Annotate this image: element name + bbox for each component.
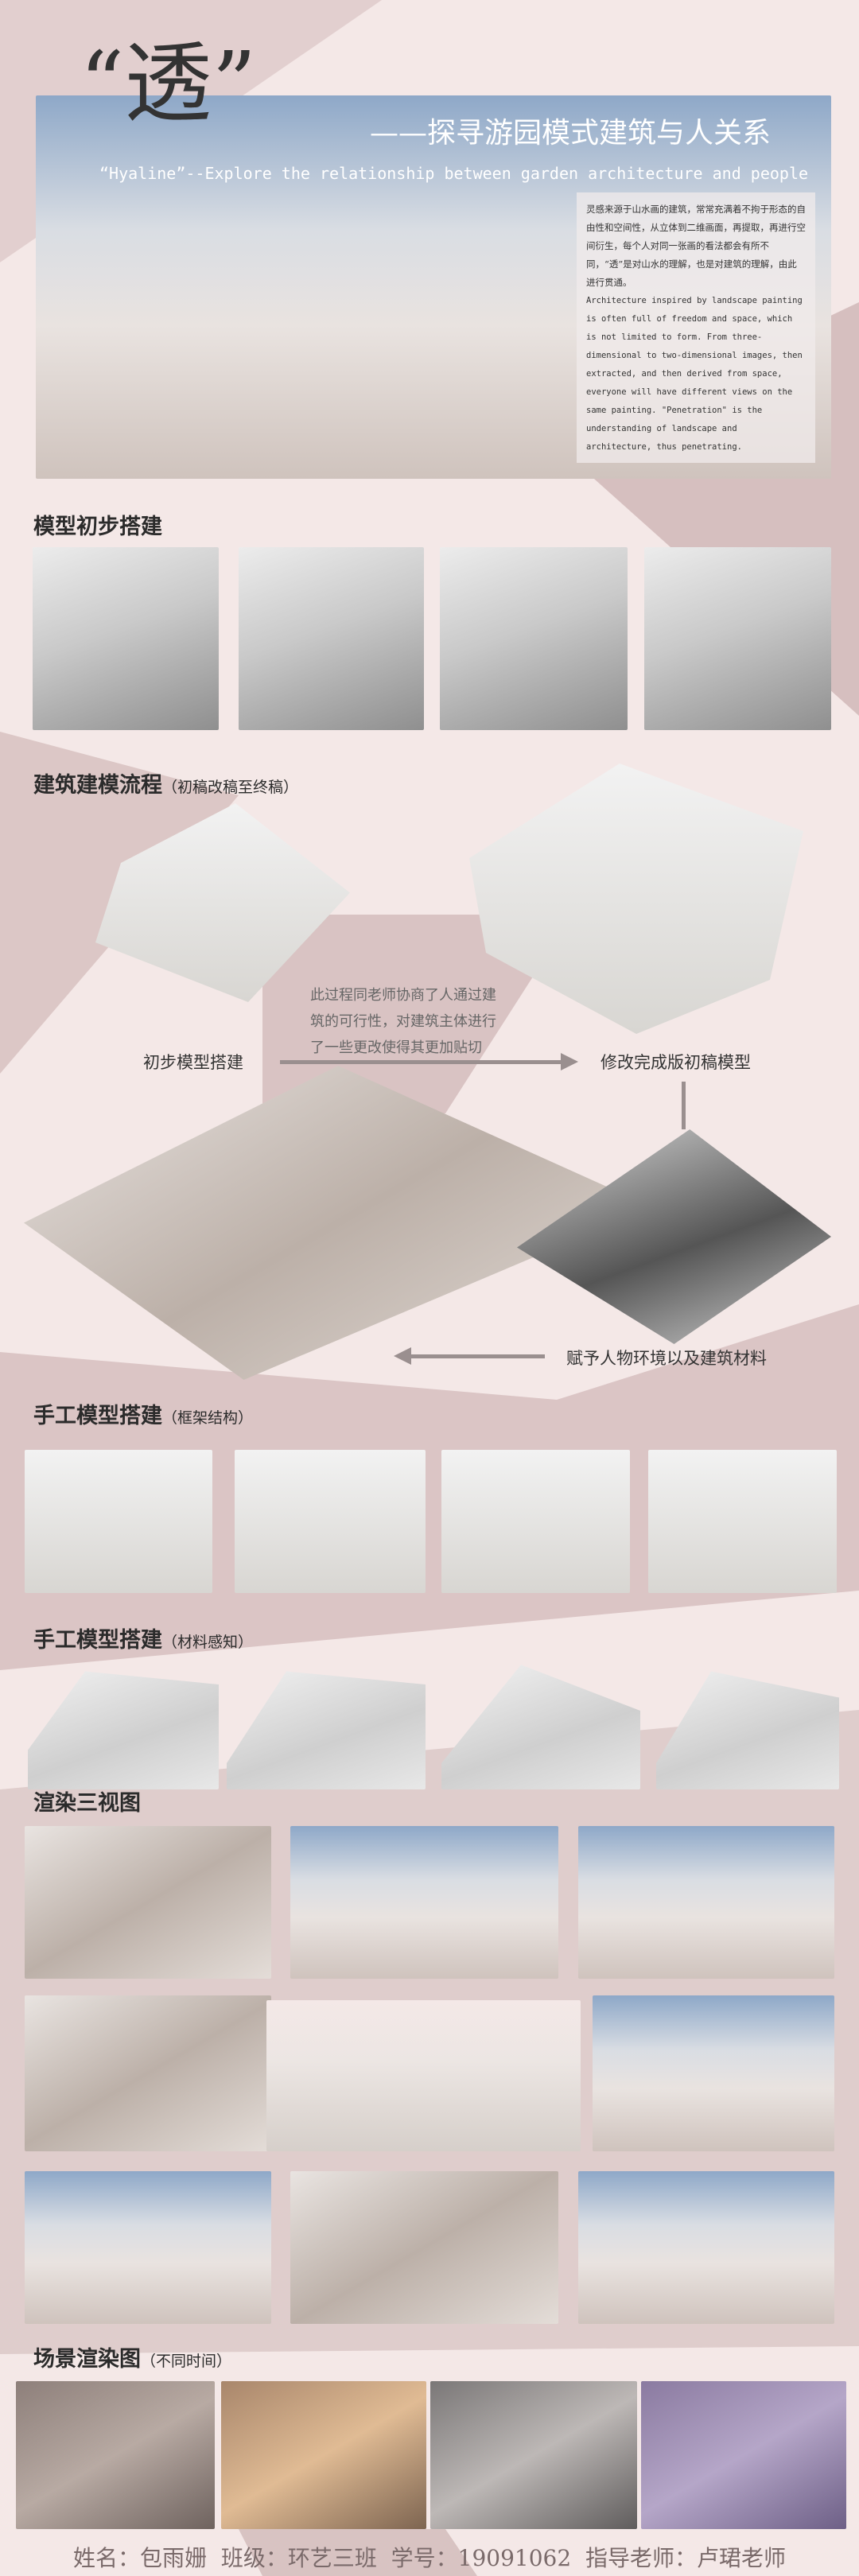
render-view [578,1826,834,1979]
material-model-photo [656,1671,839,1789]
model-photo [440,547,628,730]
material-model-photo [227,1671,426,1789]
render-view [290,2171,558,2324]
frame-model-photo [441,1450,630,1593]
intro-text-cn: 灵感来源于山水画的建筑，常常充满着不拘于形态的自由性和空间性，从立体到二维画面，… [586,204,806,288]
scene-render-time-2 [221,2381,426,2529]
frame-model-photo [25,1450,212,1593]
render-view [578,2171,834,2324]
hero-title-char: “透” [80,33,257,134]
render-view [290,1826,558,1979]
frame-model-photo [648,1450,837,1593]
flow-step2-label: 修改完成版初稿模型 [601,1053,751,1072]
material-model [517,1129,831,1344]
render-view [266,2000,581,2151]
model-photo [33,547,219,730]
heading-note: （不同时间） [141,2353,232,2370]
heading-model-initial: 模型初步搭建 [33,515,162,539]
hero-subtitle-cn: ——探寻游园模式建筑与人关系 [370,117,772,150]
arrow-down [682,1082,686,1129]
model-photo [239,547,424,730]
flow-step1-label: 初步模型搭建 [143,1053,243,1072]
intro-text-en: Architecture inspired by landscape paint… [586,296,803,452]
intro-panel: 灵感来源于山水画的建筑，常常充满着不拘于形态的自由性和空间性，从立体到二维画面，… [577,192,815,463]
scene-render-time-4 [641,2381,846,2529]
hero-banner: ——探寻游园模式建筑与人关系 “Hyaline”--Explore the re… [36,95,831,479]
heading-render-views: 渲染三视图 [33,1791,141,1816]
heading-note: （框架结构） [162,1409,254,1427]
heading-text: 手工模型搭建 [33,1628,162,1653]
heading-handmade-material: 手工模型搭建（材料感知） [33,1622,253,1653]
scene-render-time-3 [430,2381,637,2529]
material-model-photo [28,1671,219,1789]
arrow-left-head [394,1347,411,1365]
arrow-left [410,1354,545,1358]
heading-scene-render: 场景渲染图（不同时间） [33,2341,231,2372]
render-view [25,2171,271,2324]
render-view [25,1826,271,1979]
initial-model-diagram [95,803,350,1002]
scene-render-time-1 [16,2381,215,2529]
arrow-right-head [561,1053,578,1070]
heading-modeling-flow: 建筑建模流程（初稿改稿至终稿） [33,767,298,798]
flow-step3-label: 赋予人物环境以及建筑材料 [566,1349,767,1368]
heading-note: （材料感知） [162,1634,254,1651]
material-model-photo [441,1665,640,1789]
heading-handmade-frame: 手工模型搭建（框架结构） [33,1398,253,1429]
footer-student-info: 姓名：包雨姗 班级：环艺三班 学号：19091062 指导老师：卢珺老师 [73,2545,786,2571]
flow-note: 此过程同老师协商了人通过建筑的可行性，对建筑主体进行了一些更改使得其更加贴切 [310,987,496,1056]
hero-subtitle-en: “Hyaline”--Explore the relationship betw… [99,164,809,183]
model-photo [644,547,831,730]
revised-model-diagram [469,763,803,1034]
frame-model-photo [235,1450,426,1593]
heading-note: （初稿改稿至终稿） [162,779,299,796]
heading-text: 手工模型搭建 [33,1404,162,1428]
heading-text: 场景渲染图 [33,2347,141,2372]
arrow-right [280,1060,566,1064]
render-view [593,1995,834,2151]
heading-text: 建筑建模流程 [33,773,162,798]
render-view [25,1995,271,2151]
